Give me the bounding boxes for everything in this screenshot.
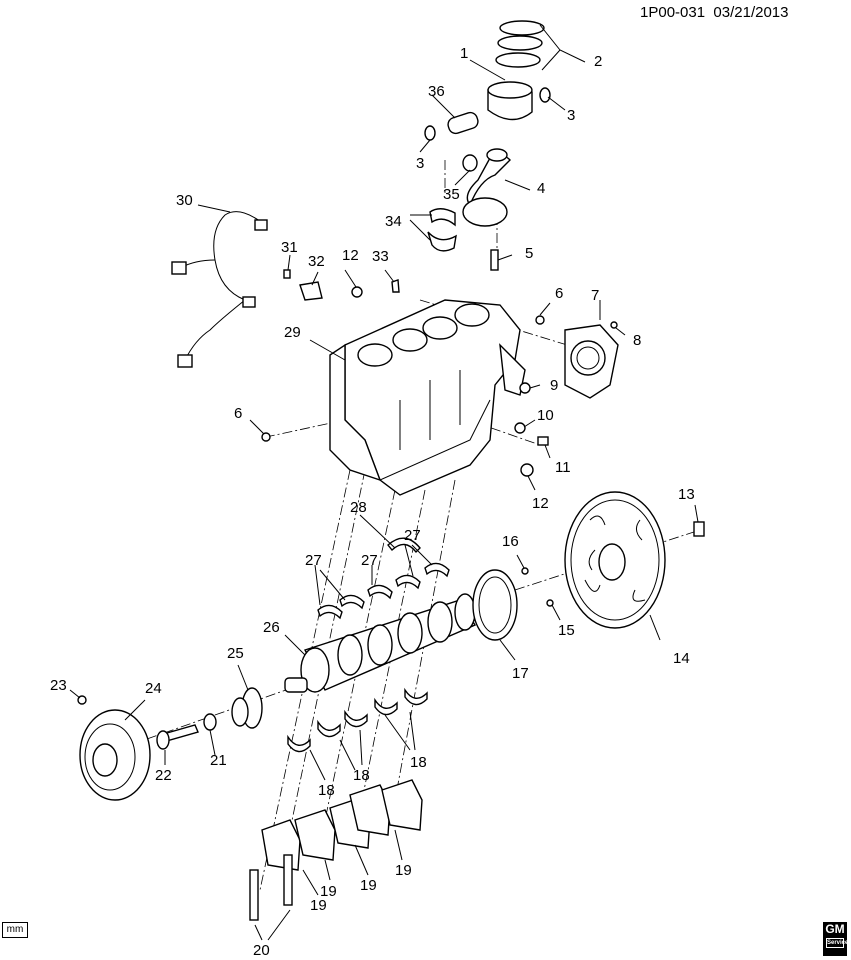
- diagram-date: 03/21/2013: [713, 4, 789, 21]
- gm-service-logo: GM Service: [823, 922, 849, 956]
- diagram-id-header: 1P00-031 03/21/2013: [640, 4, 788, 21]
- reluctor-ring: [472, 567, 554, 641]
- callout-18-a: 18: [318, 782, 335, 799]
- callout-31: 31: [281, 239, 298, 256]
- callout-20: 20: [253, 942, 270, 959]
- callout-15: 15: [558, 622, 575, 639]
- callout-30: 30: [176, 192, 193, 209]
- callout-36: 36: [428, 83, 445, 100]
- callout-23: 23: [50, 677, 67, 694]
- callout-12-left: 12: [342, 247, 359, 264]
- callout-16: 16: [502, 533, 519, 550]
- callout-8: 8: [633, 332, 641, 349]
- callout-28: 28: [350, 499, 367, 516]
- callout-7: 7: [591, 287, 599, 304]
- crankshaft: [284, 593, 477, 693]
- piston-assembly: [424, 20, 551, 141]
- callout-6-left: 6: [234, 405, 242, 422]
- callout-6-right: 6: [555, 285, 563, 302]
- callout-9: 9: [550, 377, 558, 394]
- callout-33: 33: [372, 248, 389, 265]
- callout-3-left: 3: [416, 155, 424, 172]
- callout-24: 24: [145, 680, 162, 697]
- callout-35: 35: [443, 186, 460, 203]
- callout-12-right: 12: [532, 495, 549, 512]
- callout-14: 14: [673, 650, 690, 667]
- callout-26: 26: [263, 619, 280, 636]
- callout-17: 17: [512, 665, 529, 682]
- engine-block: [261, 279, 549, 496]
- callout-19-d: 19: [395, 862, 412, 879]
- callout-29: 29: [284, 324, 301, 341]
- callout-32: 32: [308, 253, 325, 270]
- callout-18-b: 18: [353, 767, 370, 784]
- main-bearings: [287, 537, 450, 753]
- callout-labels: 1 2 3 3 4 5 6 6 7 8 9 10 11 12 12 13 14 …: [50, 45, 695, 959]
- callout-13: 13: [678, 486, 695, 503]
- callout-34: 34: [385, 213, 402, 230]
- balancer-pulley: [77, 695, 151, 801]
- callout-27-b: 27: [361, 552, 378, 569]
- sprocket-and-bolt: [156, 687, 263, 750]
- callout-22: 22: [155, 767, 172, 784]
- callout-19-a: 19: [310, 897, 327, 914]
- callout-27-c: 27: [404, 527, 421, 544]
- callout-10: 10: [537, 407, 554, 424]
- brand-logo-text: GM: [825, 922, 845, 936]
- flexplate: [564, 491, 705, 629]
- bearing-caps: [249, 779, 423, 921]
- callout-4: 4: [537, 180, 545, 197]
- callout-19-c: 19: [360, 877, 377, 894]
- callout-19-b: 19: [320, 883, 337, 900]
- callout-25: 25: [227, 645, 244, 662]
- leader-lines: [69, 24, 699, 941]
- connecting-rod: [427, 148, 511, 271]
- callout-3-right: 3: [567, 107, 575, 124]
- wiring-harness: [171, 211, 323, 368]
- unit-badge: mm: [2, 922, 28, 938]
- callout-1: 1: [460, 45, 468, 62]
- callout-11: 11: [555, 459, 571, 476]
- callout-18-c: 18: [410, 754, 427, 771]
- brand-logo-subtext: Service: [826, 938, 849, 948]
- rear-seal-housing: [564, 321, 619, 399]
- callout-2: 2: [594, 53, 602, 70]
- diagram-id: 1P00-031: [640, 4, 706, 21]
- callout-21: 21: [210, 752, 227, 769]
- callout-5: 5: [525, 245, 533, 262]
- callout-27-a: 27: [305, 552, 322, 569]
